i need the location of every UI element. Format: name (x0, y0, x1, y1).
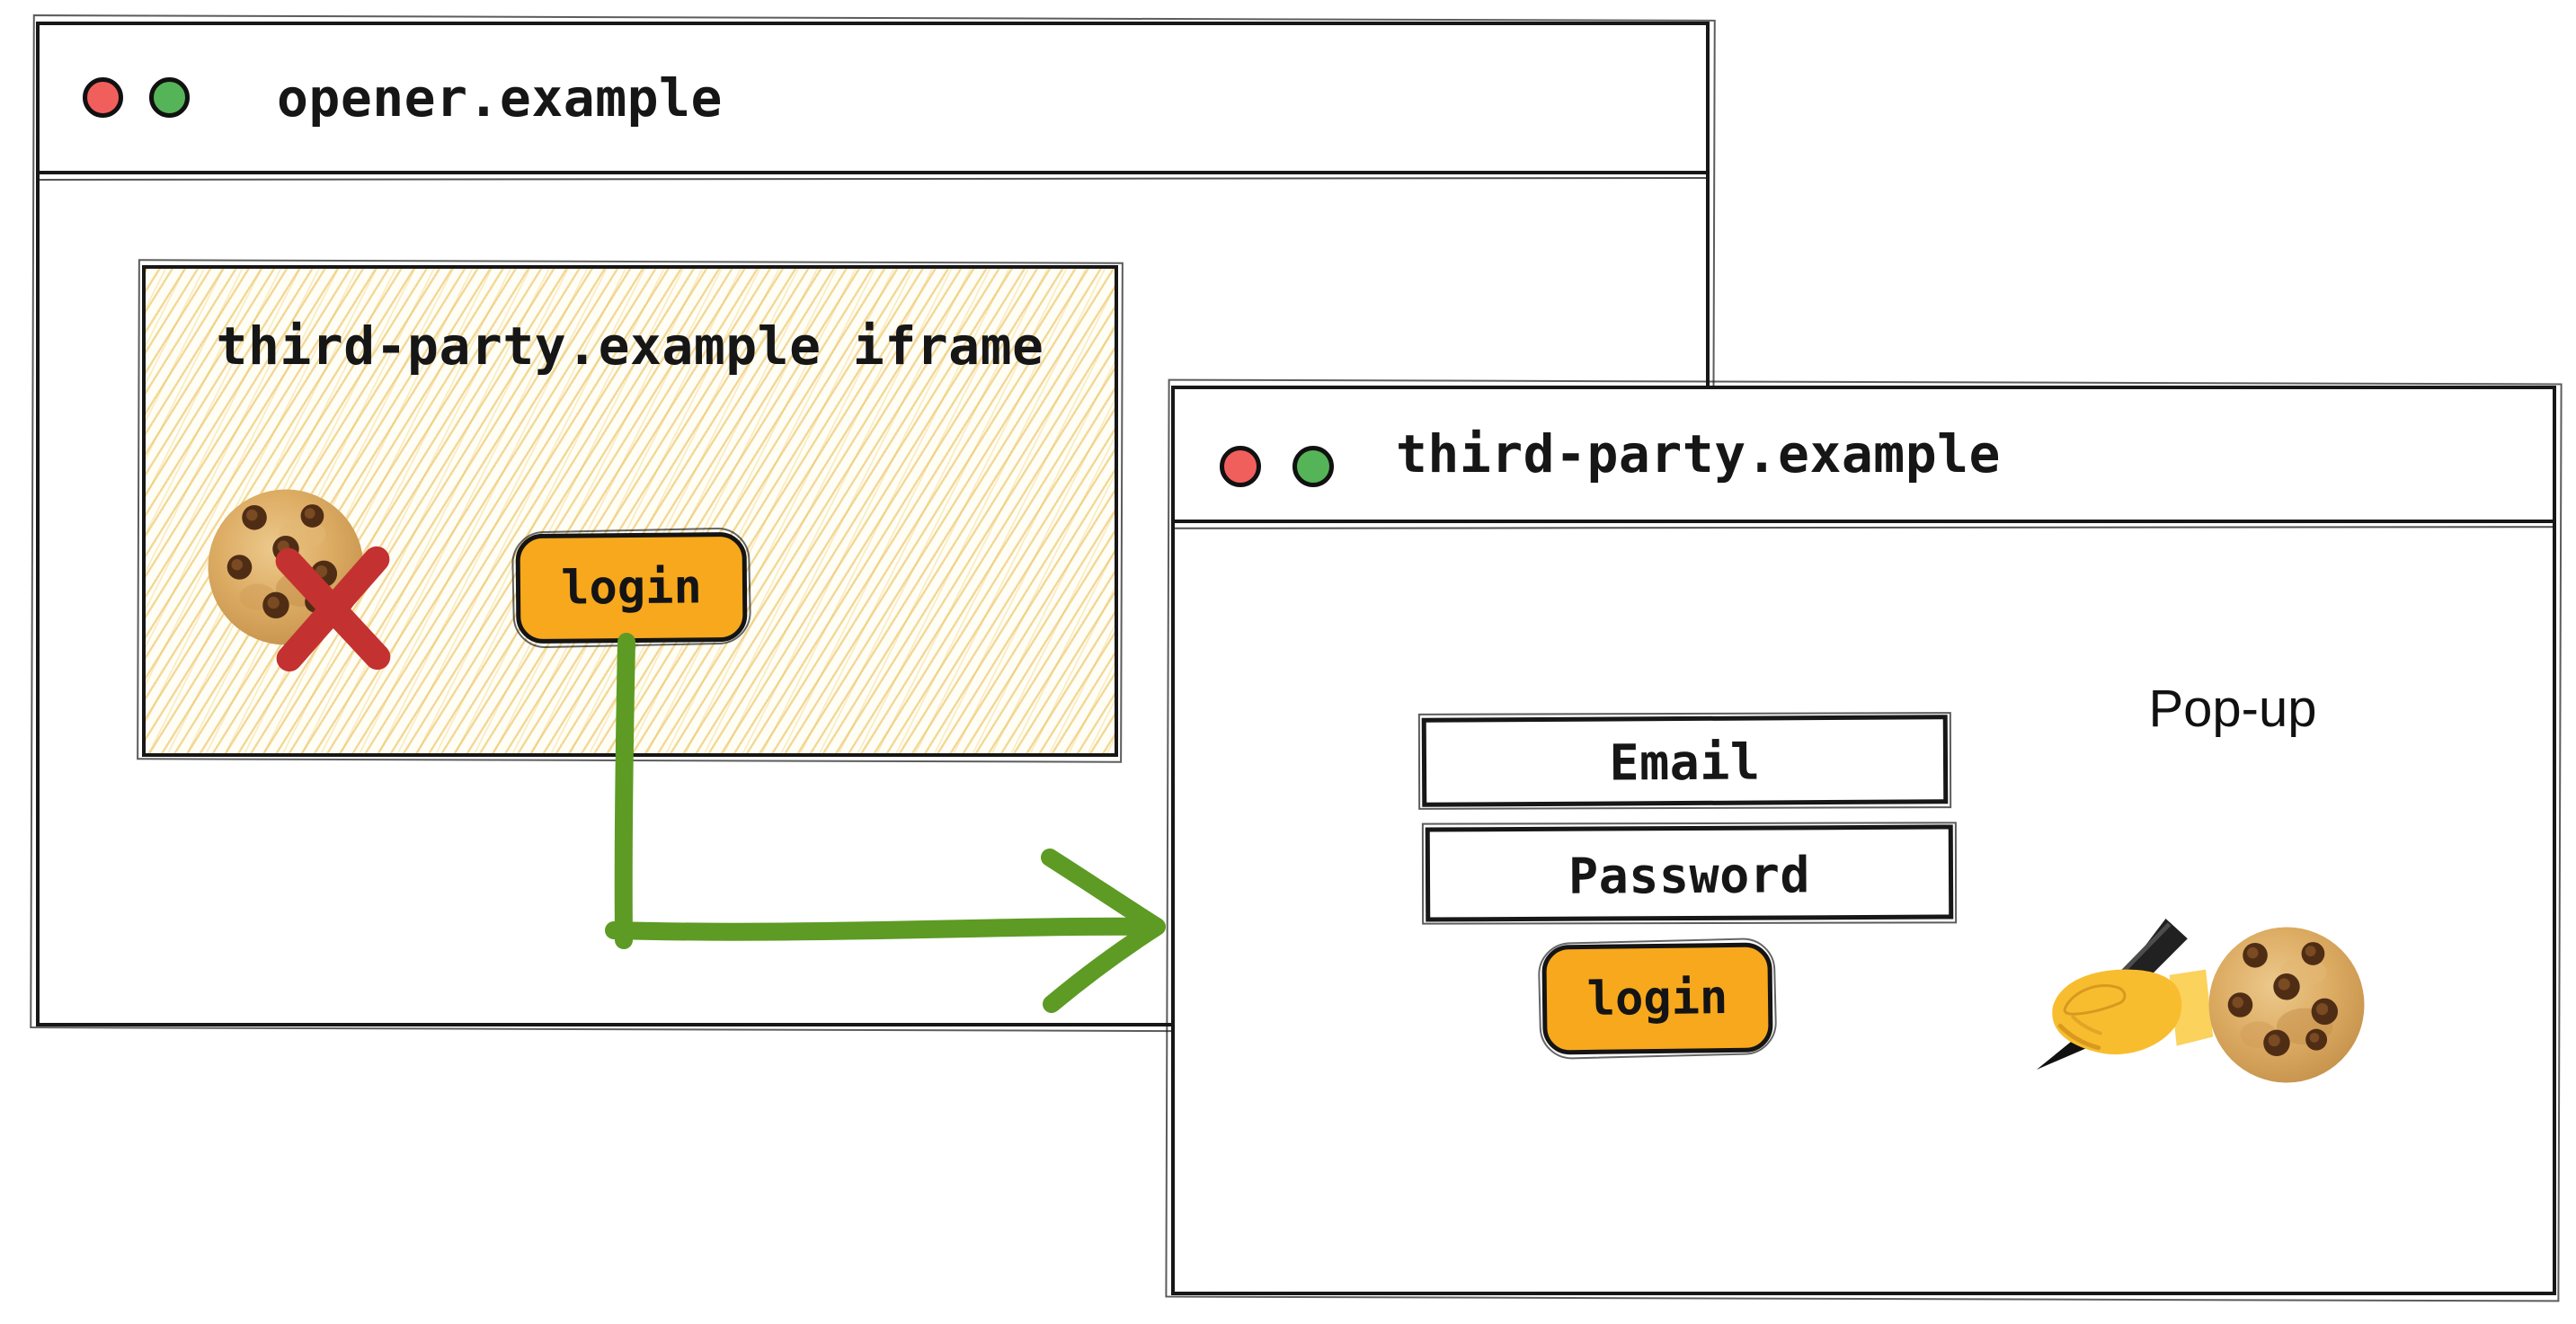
popup-window: third-party.example Email Password login… (1171, 386, 2556, 1295)
blocked-x-icon (275, 546, 391, 672)
maximize-dot-icon[interactable] (1292, 446, 1334, 487)
opener-window-title: opener.example (277, 67, 723, 129)
popup-login-button[interactable]: login (1541, 942, 1773, 1055)
iframe-login-button[interactable]: login (515, 531, 748, 644)
popup-annotation: Pop-up (2148, 680, 2317, 738)
close-dot-icon[interactable] (83, 77, 123, 118)
cookie-icon (2208, 927, 2365, 1083)
popup-window-title: third-party.example (1396, 423, 2001, 484)
third-party-iframe: third-party.example iframe login (142, 265, 1118, 757)
close-dot-icon[interactable] (1220, 446, 1261, 487)
popup-titlebar: third-party.example (1175, 389, 2553, 523)
email-input[interactable]: Email (1421, 715, 1949, 807)
password-input[interactable]: Password (1425, 824, 1954, 922)
opener-titlebar: opener.example (40, 25, 1706, 174)
writing-hand-icon (2036, 919, 2214, 1070)
iframe-label: third-party.example iframe (216, 315, 1044, 377)
maximize-dot-icon[interactable] (149, 77, 190, 118)
